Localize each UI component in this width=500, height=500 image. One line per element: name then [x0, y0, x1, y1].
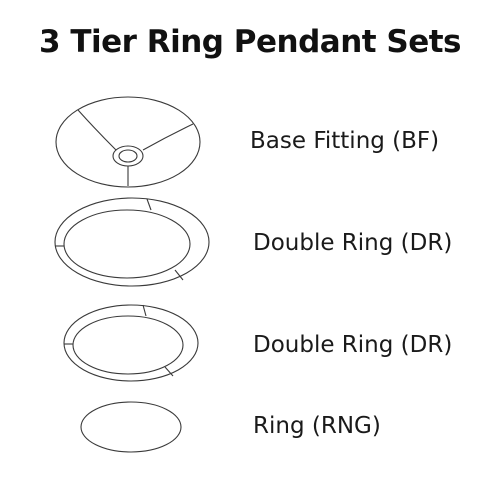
double-ring-large-icon: [54, 197, 210, 287]
ring-icon: [80, 401, 182, 453]
double-ring-medium-label: Double Ring (DR): [253, 332, 453, 358]
double-ring-large-label: Double Ring (DR): [253, 230, 453, 256]
page-title: 3 Tier Ring Pendant Sets: [38, 24, 462, 60]
base-fitting-icon: [55, 96, 201, 188]
ring-label: Ring (RNG): [253, 413, 381, 439]
double-ring-medium-icon: [63, 304, 199, 382]
base-fitting-label: Base Fitting (BF): [250, 128, 440, 154]
